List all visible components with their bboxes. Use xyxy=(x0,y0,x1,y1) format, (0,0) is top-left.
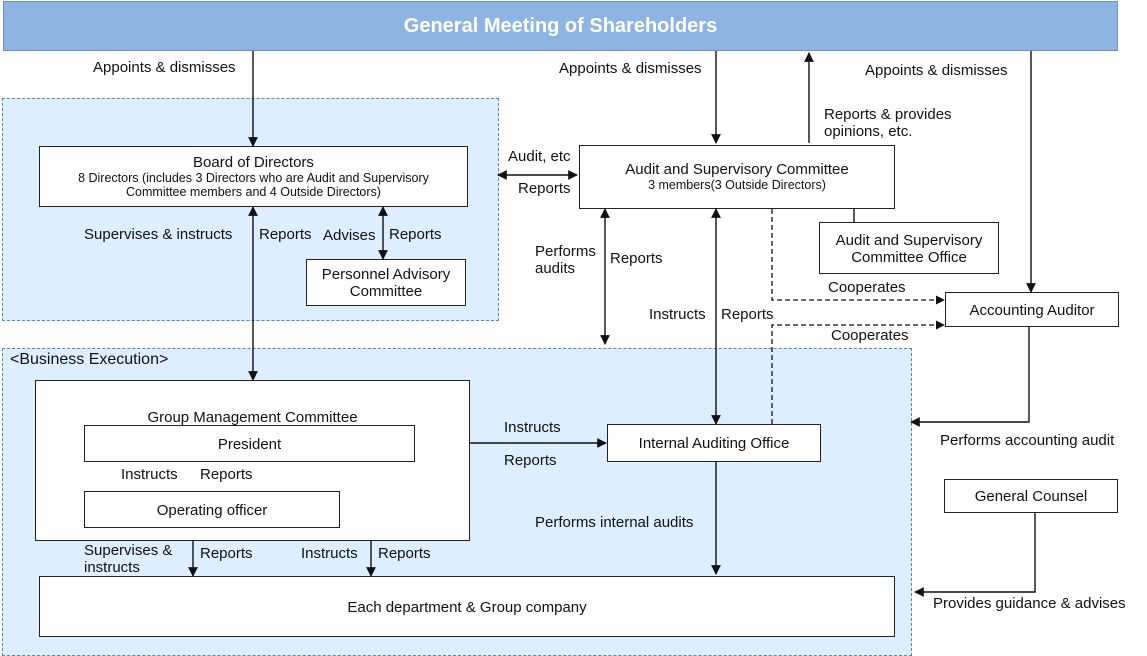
audit-office-line1: Audit and Supervisory xyxy=(835,232,983,249)
accounting-auditor-box: Accounting Auditor xyxy=(945,292,1119,327)
label-cooperates-1: Cooperates xyxy=(828,279,906,296)
label-supervises-2: instructs xyxy=(84,559,140,576)
personnel-advisory-box: Personnel Advisory Committee xyxy=(306,259,466,306)
label-reports-opinions-2: opinions, etc. xyxy=(824,123,913,140)
departments-box: Each department & Group company xyxy=(39,576,895,637)
label-reports-iao: Reports xyxy=(721,306,774,323)
board-of-directors-box: Board of Directors 8 Directors (includes… xyxy=(39,146,468,207)
audit-committee-box: Audit and Supervisory Committee 3 member… xyxy=(579,145,895,209)
label-instructs-president-iao: Instructs xyxy=(504,419,561,436)
label-reports-board-audit: Reports xyxy=(518,180,571,197)
general-meeting-header: General Meeting of Shareholders xyxy=(3,1,1118,51)
cooperates-iao-arrow xyxy=(771,320,945,424)
label-performs-audits-1: Performs xyxy=(535,243,596,260)
accounting-audit-arrow xyxy=(910,327,1030,427)
label-instructs-operating: Instructs xyxy=(121,466,178,483)
departments-title: Each department & Group company xyxy=(347,599,587,616)
accounting-auditor-title: Accounting Auditor xyxy=(969,302,1095,319)
label-performs-internal-audits: Performs internal audits xyxy=(535,514,694,531)
label-reports-president-iao: Reports xyxy=(504,452,557,469)
label-advises: Advises xyxy=(323,227,376,244)
label-audit-etc: Audit, etc xyxy=(508,148,571,165)
label-reports-dept-left: Reports xyxy=(200,545,253,562)
label-supervises-1: Supervises & xyxy=(84,542,173,559)
guidance-arrow xyxy=(914,513,1036,597)
label-reports-board: Reports xyxy=(259,226,312,243)
board-subtitle-line1: 8 Directors (includes 3 Directors who ar… xyxy=(78,171,429,185)
label-appoints-right: Appoints & dismisses xyxy=(865,62,1008,79)
audit-committee-subtitle: 3 members(3 Outside Directors) xyxy=(648,178,826,192)
personnel-line2: Committee xyxy=(349,283,423,300)
label-reports-audits: Reports xyxy=(610,250,663,267)
label-performs-accounting-audit: Performs accounting audit xyxy=(940,432,1115,449)
president-title: President xyxy=(217,436,282,453)
label-instructs-dept: Instructs xyxy=(301,545,358,562)
label-cooperates-2: Cooperates xyxy=(831,327,909,344)
label-reports-dept-right: Reports xyxy=(378,545,431,562)
group-management-title: Group Management Committee xyxy=(147,409,358,426)
label-appoints-left: Appoints & dismisses xyxy=(93,59,236,76)
general-counsel-title: General Counsel xyxy=(974,488,1088,505)
internal-auditing-title: Internal Auditing Office xyxy=(638,435,790,452)
label-provides-guidance: Provides guidance & advises xyxy=(933,595,1126,612)
label-reports-opinions-1: Reports & provides xyxy=(824,106,952,123)
operating-officer-box: Operating officer xyxy=(84,491,340,528)
board-subtitle-line2: Committee members and 4 Outside Director… xyxy=(126,185,381,199)
operating-officer-title: Operating officer xyxy=(156,502,268,519)
internal-auditing-box: Internal Auditing Office xyxy=(607,424,821,462)
president-box: President xyxy=(84,425,415,462)
business-execution-label: <Business Execution> xyxy=(10,351,169,368)
audit-committee-office-box: Audit and Supervisory Committee Office xyxy=(819,222,999,274)
audit-committee-title: Audit and Supervisory Committee xyxy=(625,161,849,178)
label-reports-personnel: Reports xyxy=(389,226,442,243)
cooperates-audit-arrow xyxy=(771,209,945,305)
personnel-line1: Personnel Advisory xyxy=(321,266,451,283)
label-performs-audits-2: audits xyxy=(535,260,576,277)
label-reports-operating: Reports xyxy=(200,466,253,483)
board-title: Board of Directors xyxy=(193,154,314,171)
general-counsel-box: General Counsel xyxy=(944,479,1118,513)
label-supervises-instructs: Supervises & instructs xyxy=(84,226,233,243)
audit-office-line2: Committee Office xyxy=(851,249,967,266)
label-appoints-middle: Appoints & dismisses xyxy=(559,60,702,77)
label-instructs-iao: Instructs xyxy=(649,306,706,323)
